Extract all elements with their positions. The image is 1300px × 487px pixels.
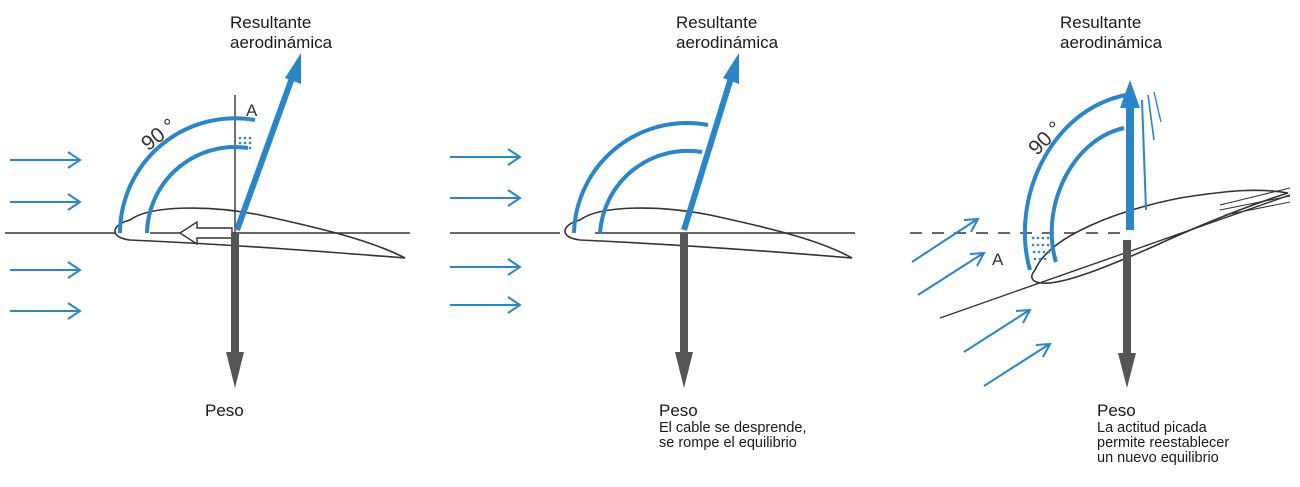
angle-arc-outer bbox=[572, 121, 709, 234]
point-a-label: A bbox=[246, 101, 258, 120]
resultant-label-line2: aerodinámica bbox=[676, 33, 779, 52]
weight-arrow-icon bbox=[226, 233, 244, 388]
panel-1-diagram: 90 ° A bbox=[5, 53, 410, 388]
angle-a-marker bbox=[238, 136, 252, 150]
airfoil-outline bbox=[564, 207, 853, 259]
panel-1-initial-equilibrium: Resultante aerodinámica Peso 90 bbox=[0, 0, 430, 487]
airflow-arrow-icon bbox=[10, 151, 82, 320]
angle-arc-outer bbox=[118, 116, 256, 234]
angle-label: 90 ° bbox=[1024, 117, 1067, 160]
resultant-label-line2: aerodinámica bbox=[230, 33, 333, 52]
angle-a-marker bbox=[1031, 236, 1051, 261]
panel-3-diagram: 90 ° A bbox=[910, 80, 1291, 388]
weight-arrow-icon bbox=[675, 233, 693, 388]
weight-label: Peso bbox=[659, 401, 698, 420]
resultant-label-line1: Resultante bbox=[1060, 13, 1142, 32]
resultant-arrow-icon bbox=[681, 53, 739, 231]
angle-label: 90 ° bbox=[137, 114, 181, 155]
weight-arrow-icon bbox=[1118, 240, 1136, 388]
angle-arc-inner bbox=[145, 145, 249, 234]
note-line1: El cable se desprende, bbox=[659, 420, 807, 436]
note-line2: permite reestablecer bbox=[1097, 435, 1230, 451]
chord-line bbox=[939, 194, 1291, 319]
airflow-arrow-icon bbox=[911, 217, 1052, 387]
note-line2: se rompe el equilibrio bbox=[659, 435, 797, 451]
resultant-label-line1: Resultante bbox=[676, 13, 758, 32]
note-line3: un nuevo equilibrio bbox=[1097, 450, 1219, 466]
resultant-label-line1: Resultante bbox=[230, 13, 312, 32]
angle-arc-outer bbox=[1022, 93, 1127, 271]
point-a-label: A bbox=[992, 250, 1004, 269]
panel-3-dive-attitude: Resultante aerodinámica Peso La actitud … bbox=[880, 0, 1300, 487]
resultant-arrow-icon bbox=[1120, 80, 1162, 230]
weight-label: Peso bbox=[205, 401, 244, 420]
tension-arrow-icon bbox=[178, 220, 233, 246]
weight-label: Peso bbox=[1097, 401, 1136, 420]
note-line1: La actitud picada bbox=[1097, 420, 1207, 436]
resultant-label-line2: aerodinámica bbox=[1060, 33, 1163, 52]
angle-arc-inner bbox=[598, 148, 703, 234]
panel-2-cable-release: Resultante aerodinámica Peso El cable se… bbox=[440, 0, 870, 487]
angle-arc-inner bbox=[1049, 126, 1125, 263]
panel-2-diagram bbox=[450, 53, 855, 388]
resultant-arrow-icon bbox=[234, 53, 301, 232]
airfoil-outline bbox=[114, 207, 406, 259]
trailing-edge-lines bbox=[1219, 187, 1291, 216]
airflow-arrow-icon bbox=[450, 148, 522, 314]
